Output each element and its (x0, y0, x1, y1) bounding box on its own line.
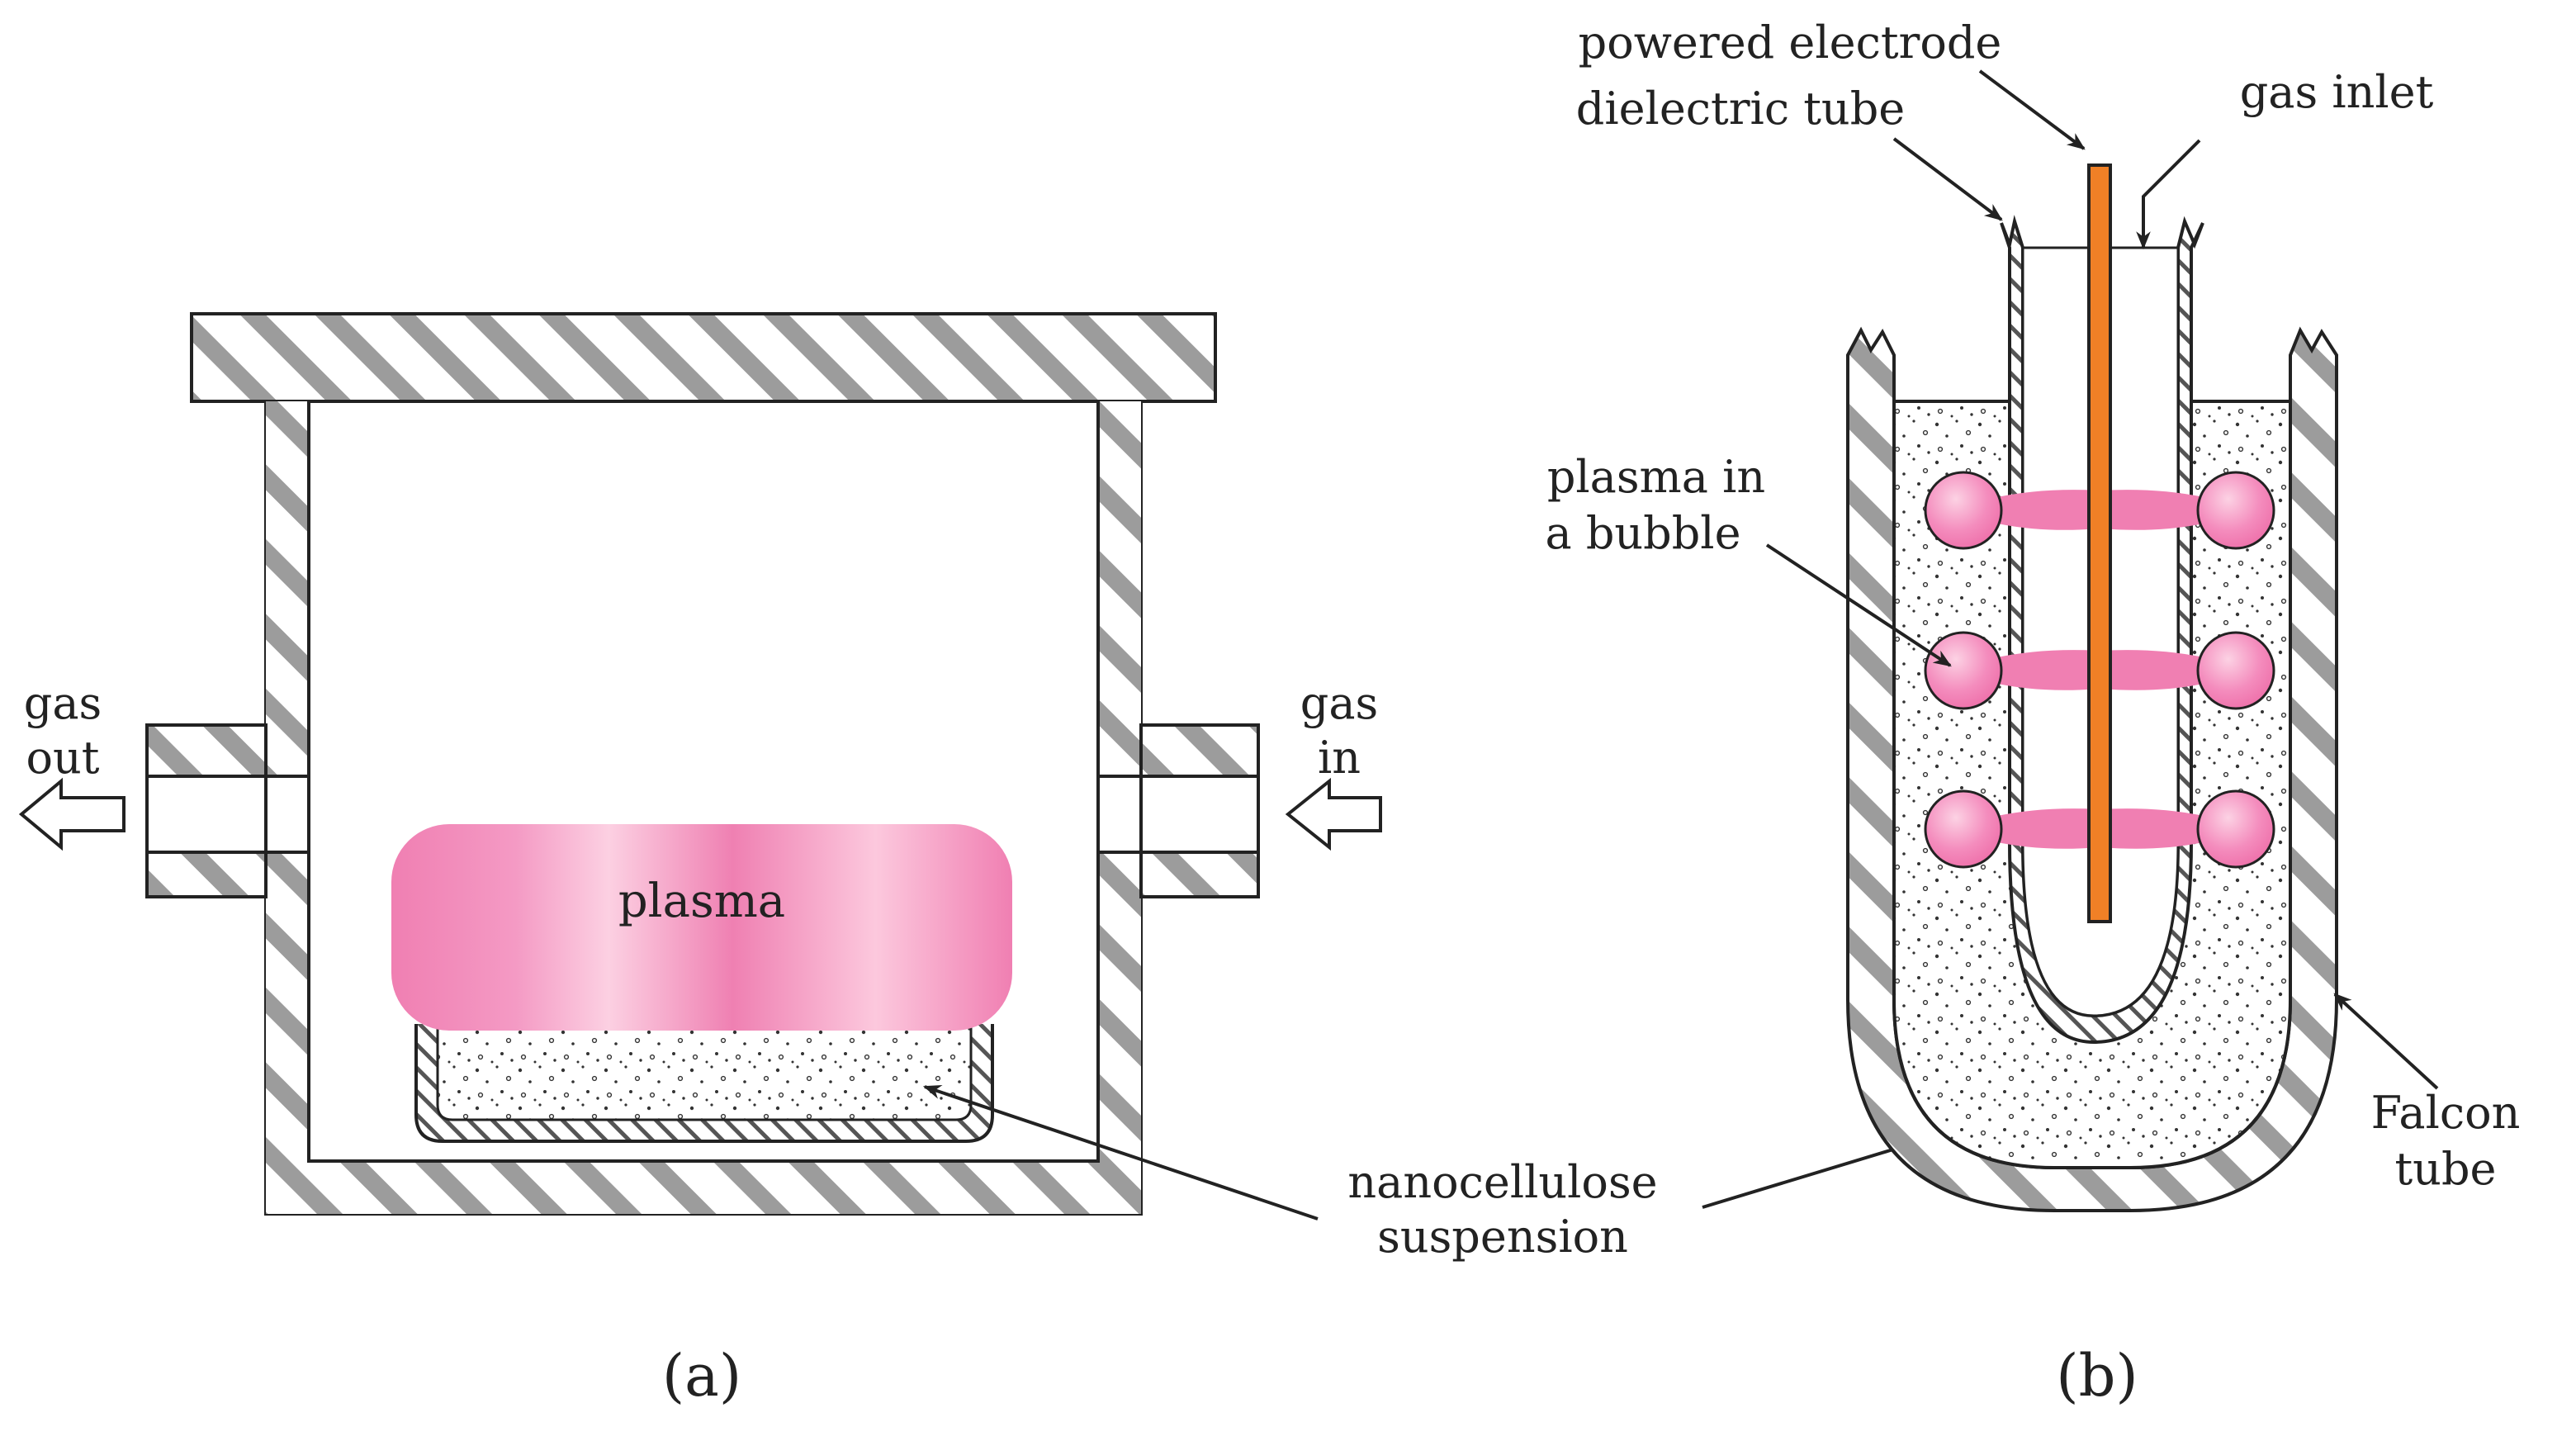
suspension-label-2: suspension (1377, 1211, 1628, 1263)
gas-in-arrow (1285, 777, 1382, 851)
gas-in-label-1: gas (1300, 677, 1378, 729)
bubble-right-3 (2196, 789, 2275, 869)
dish-inner (436, 1022, 973, 1121)
electrode-leader (1978, 69, 2086, 150)
plasma-cloud (391, 824, 1012, 1031)
port-right-channel (1096, 775, 1260, 854)
bubble-left-2 (1924, 631, 2003, 710)
powered-electrode (2087, 164, 2112, 923)
falcon-label-1: Falcon (2371, 1087, 2521, 1139)
bubble-right-1 (2196, 471, 2275, 550)
port-right-top (1139, 723, 1260, 778)
gas-inlet-label: gas inlet (2240, 66, 2434, 118)
falcon-leader (2333, 993, 2439, 1090)
port-left-bottom (145, 851, 268, 898)
dielectric-leader (1892, 137, 2003, 221)
panel-b: powered electrode dielectric tube gas in… (1545, 17, 2520, 1410)
caption-a: (a) (662, 1342, 741, 1410)
port-left-top (145, 723, 268, 778)
gas-inlet-leader (2136, 139, 2201, 250)
chamber-lid (190, 312, 1217, 403)
suspension-label-1: nanocellulose (1347, 1156, 1657, 1208)
gas-out-arrow (18, 777, 125, 851)
bubble-leader (1765, 543, 1952, 667)
bubble-left-1 (1924, 471, 2003, 550)
bubble-right-2 (2196, 631, 2275, 710)
bubble-label-2: a bubble (1545, 507, 1740, 559)
panel-a: plasma gas out gas in (a) (18, 312, 1382, 1410)
dielectric-label: dielectric tube (1576, 83, 1905, 135)
plasma-label: plasma (618, 875, 785, 928)
caption-b: (b) (2056, 1342, 2138, 1410)
suspension-annotation: nanocellulose suspension (922, 1084, 2091, 1263)
falcon-label-2: tube (2394, 1143, 2496, 1195)
electrode-label: powered electrode (1579, 17, 2002, 69)
bubble-left-3 (1924, 789, 2003, 869)
gas-out-label-2: out (26, 732, 100, 784)
port-right-bottom (1139, 851, 1260, 898)
bubble-label-1: plasma in (1547, 451, 1765, 503)
gas-in-label-2: in (1318, 732, 1361, 784)
port-left-channel (145, 775, 310, 854)
gas-out-label-1: gas (24, 677, 102, 729)
suspension-leader-a (922, 1084, 1319, 1221)
